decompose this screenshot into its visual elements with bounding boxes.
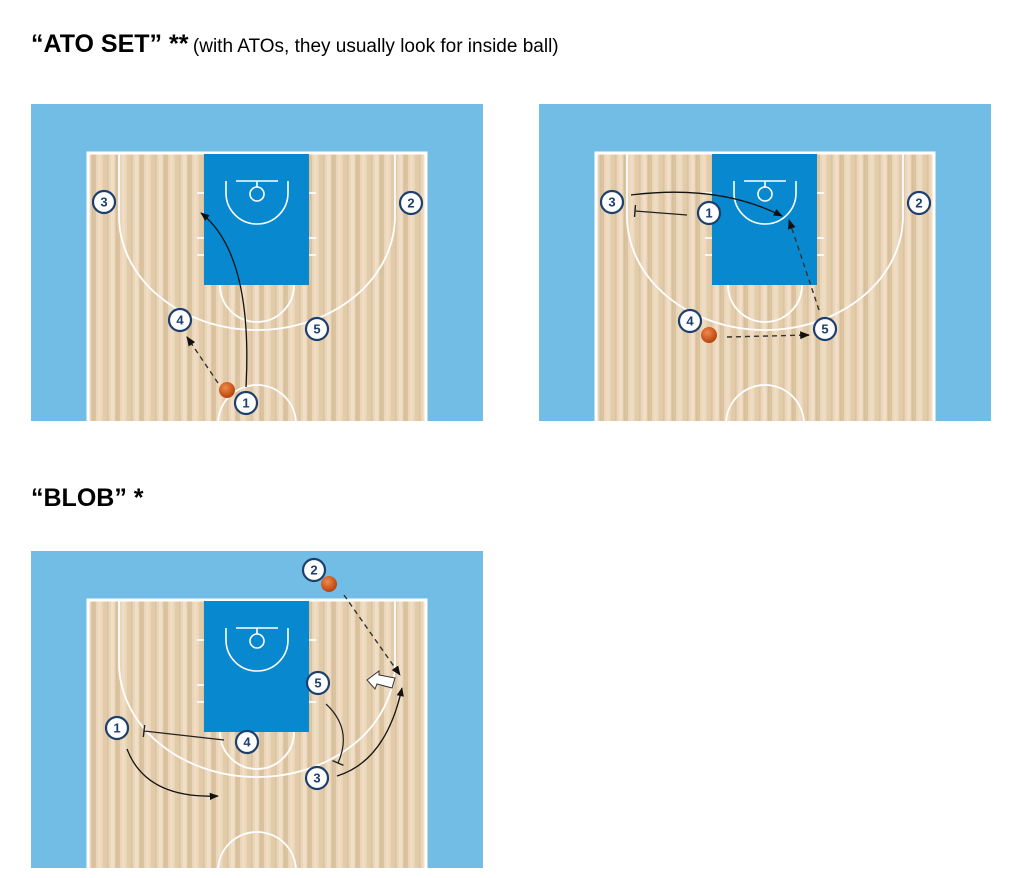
svg-text:5: 5 [314, 676, 321, 691]
section-note: (with ATOs, they usually look for inside… [192, 36, 559, 57]
pass-arrow [343, 594, 401, 676]
three-point-line [626, 154, 904, 331]
pass-arrow [186, 336, 219, 384]
svg-text:5: 5 [821, 322, 828, 337]
svg-text:2: 2 [407, 196, 414, 211]
ball [219, 382, 235, 398]
player-1[interactable]: 1 [104, 715, 130, 741]
player-4[interactable]: 4 [234, 729, 260, 755]
player-4[interactable]: 4 [167, 307, 193, 333]
cut-arrow [126, 748, 219, 800]
section-title: “BLOB” * [31, 484, 144, 512]
svg-text:1: 1 [242, 396, 249, 411]
screen-line [633, 204, 688, 218]
half-court [539, 104, 991, 421]
hoop [249, 633, 265, 649]
pass-arrow [788, 219, 820, 311]
ball [321, 576, 337, 592]
pass-arrow [726, 331, 810, 340]
free-throw-circle [219, 284, 295, 323]
svg-text:3: 3 [608, 195, 615, 210]
center-circle [217, 831, 297, 868]
svg-text:3: 3 [100, 195, 107, 210]
svg-text:3: 3 [313, 771, 320, 786]
player-2[interactable]: 2 [906, 190, 932, 216]
svg-text:5: 5 [313, 322, 320, 337]
screen-line [325, 703, 344, 767]
player-2[interactable]: 2 [398, 190, 424, 216]
hoop [757, 186, 773, 202]
big-arrow-icon [366, 670, 396, 690]
player-3[interactable]: 3 [599, 189, 625, 215]
svg-text:2: 2 [915, 196, 922, 211]
player-5[interactable]: 5 [305, 670, 331, 696]
restricted-area [225, 181, 289, 225]
svg-text:2: 2 [310, 563, 317, 578]
player-1[interactable]: 1 [696, 200, 722, 226]
svg-text:1: 1 [113, 721, 120, 736]
restricted-area [225, 628, 289, 672]
svg-text:4: 4 [686, 314, 694, 329]
restricted-area [733, 181, 797, 225]
three-point-line [118, 154, 396, 331]
cut-arrow [336, 687, 404, 777]
svg-text:4: 4 [243, 735, 251, 750]
player-5[interactable]: 5 [812, 316, 838, 342]
hoop [249, 186, 265, 202]
player-3[interactable]: 3 [91, 189, 117, 215]
svg-text:4: 4 [176, 313, 184, 328]
free-throw-circle [727, 284, 803, 323]
play-diagram-ato-2: 3 1 2 4 5 [539, 104, 991, 421]
half-court [31, 104, 483, 421]
player-3[interactable]: 3 [304, 765, 330, 791]
play-diagram-ato-1: 3 2 4 5 1 [31, 104, 483, 421]
paint [204, 154, 309, 285]
screen-line [142, 724, 225, 741]
section-heading-blob: “BLOB” * [31, 484, 144, 513]
player-4[interactable]: 4 [677, 308, 703, 334]
paint [204, 601, 309, 732]
section-heading-ato-set: “ATO SET” ** (with ATOs, they usually lo… [31, 30, 559, 59]
center-circle [725, 384, 805, 421]
half-court [31, 551, 483, 868]
ball [701, 327, 717, 343]
player-2[interactable]: 2 [301, 557, 327, 583]
center-circle [217, 384, 297, 421]
svg-text:1: 1 [705, 206, 712, 221]
free-throw-circle [219, 731, 295, 770]
paint [712, 154, 817, 285]
cut-arrow [200, 212, 248, 388]
play-diagram-blob: 2 5 1 4 3 [31, 551, 483, 868]
cut-arrow [630, 191, 783, 217]
player-5[interactable]: 5 [304, 316, 330, 342]
player-1[interactable]: 1 [233, 390, 259, 416]
three-point-line [118, 601, 396, 778]
section-title: “ATO SET” ** [31, 30, 189, 58]
